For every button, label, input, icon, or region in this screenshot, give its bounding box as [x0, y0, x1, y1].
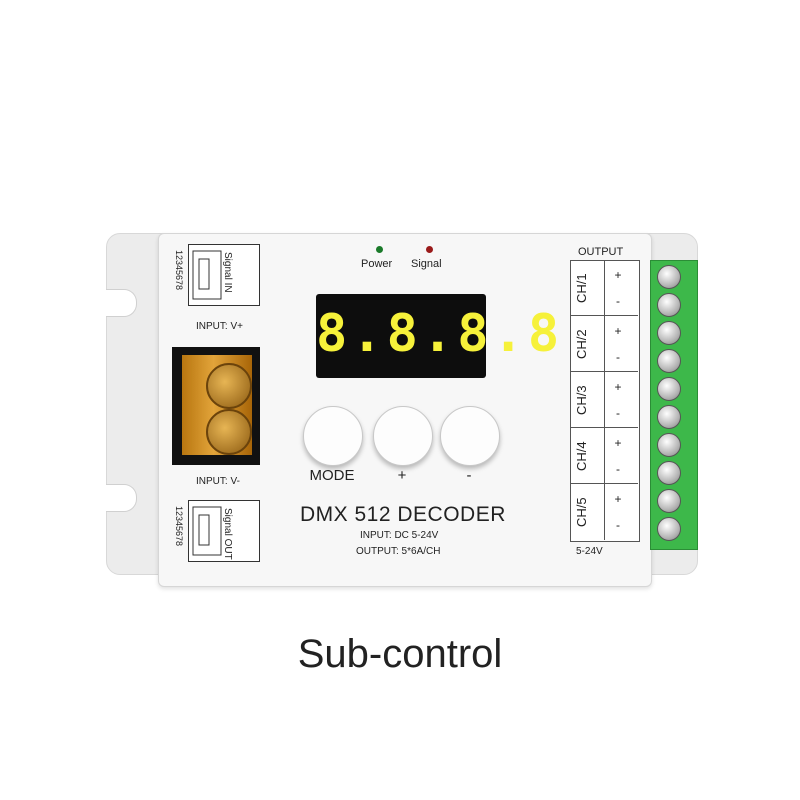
channel-4-minus: - — [616, 462, 620, 476]
output-spec: OUTPUT: 5*6A/CH — [356, 546, 441, 557]
minus-button[interactable] — [440, 406, 500, 466]
output-terminal-block[interactable] — [650, 260, 698, 550]
power-led-icon — [376, 246, 383, 253]
mounting-slot — [106, 484, 137, 512]
display-value: 8.8.8.8. — [316, 304, 599, 364]
channel-5-label: CH/5 — [574, 497, 589, 527]
screw-icon — [657, 293, 681, 317]
mode-button-label: MODE — [309, 467, 355, 484]
channel-3-plus: + — [614, 380, 622, 394]
channel-4-label: CH/4 — [574, 441, 589, 471]
segment-display: 8.8.8.8. — [316, 294, 599, 378]
plus-button[interactable] — [373, 406, 433, 466]
screw-icon — [657, 461, 681, 485]
screw-icon — [206, 363, 252, 409]
output-voltage: 5-24V — [576, 546, 603, 557]
mounting-slot — [106, 289, 137, 317]
input-spec: INPUT: DC 5-24V — [360, 530, 439, 541]
channel-1-plus: + — [614, 268, 622, 282]
signal-out-pins: 12345678 — [174, 506, 184, 547]
minus-button-label: - — [466, 467, 472, 484]
signal-out-label: Signal — [222, 508, 233, 536]
mode-button[interactable] — [303, 406, 363, 466]
screw-icon — [657, 433, 681, 457]
screw-icon — [657, 517, 681, 541]
channel-2-plus: + — [614, 324, 622, 338]
channel-5-minus: - — [616, 518, 620, 532]
terminal-cover — [182, 355, 252, 455]
screw-icon — [657, 489, 681, 513]
caption: Sub-control — [297, 632, 503, 676]
input-v-minus-label: INPUT: V- — [196, 476, 240, 487]
rj45-in-icon — [188, 244, 260, 306]
channel-2-minus: - — [616, 350, 620, 364]
power-input-terminal[interactable] — [172, 347, 260, 465]
input-v-plus-label: INPUT: V+ — [196, 321, 243, 332]
channel-3-minus: - — [616, 406, 620, 420]
power-led-label: Power — [361, 258, 393, 270]
device-title: DMX 512 DECODER — [300, 503, 506, 526]
channel-5-plus: + — [614, 492, 622, 506]
output-header: OUTPUT — [578, 246, 624, 258]
signal-led-icon — [426, 246, 433, 253]
channel-1-label: CH/1 — [574, 273, 589, 303]
output-channel-frame — [570, 260, 640, 542]
signal-in-label: Signal — [222, 252, 233, 280]
signal-in-pins: 12345678 — [174, 250, 184, 291]
plus-button-label: + — [397, 467, 407, 484]
signal-in-sub-label: IN — [222, 282, 233, 293]
channel-divider — [604, 260, 605, 540]
screw-icon — [657, 349, 681, 373]
channel-3-label: CH/3 — [574, 385, 589, 415]
rj45-out-icon — [188, 500, 260, 562]
screw-icon — [206, 409, 252, 455]
signal-led-label: Signal — [411, 258, 442, 270]
screw-icon — [657, 321, 681, 345]
channel-1-minus: - — [616, 294, 620, 308]
signal-out-sub-label: OUT — [222, 538, 233, 560]
screw-icon — [657, 377, 681, 401]
screw-icon — [657, 405, 681, 429]
channel-2-label: CH/2 — [574, 329, 589, 359]
channel-4-plus: + — [614, 436, 622, 450]
screw-icon — [657, 265, 681, 289]
